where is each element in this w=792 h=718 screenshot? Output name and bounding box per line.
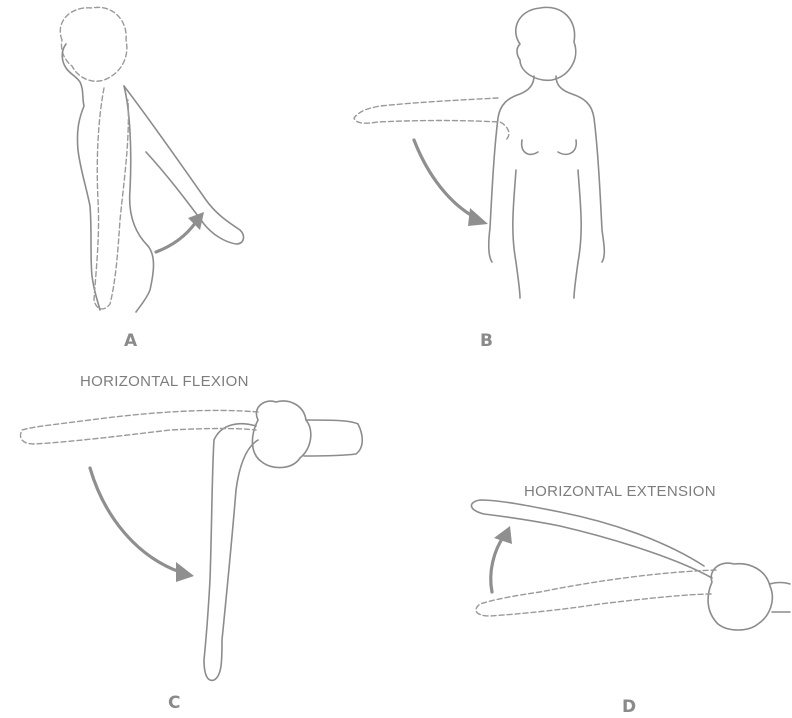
panel-d: HORIZONTAL EXTENSION D: [471, 483, 790, 717]
panel-a-arrow: [156, 222, 196, 252]
panel-d-arrowhead: [494, 526, 512, 544]
panel-d-caption: HORIZONTAL EXTENSION: [524, 483, 716, 500]
panel-c: HORIZONTAL FLEXION C: [21, 373, 363, 713]
panel-b-arrowhead: [468, 208, 488, 226]
panel-a-hair: [60, 7, 127, 81]
panel-c-letter: C: [168, 693, 180, 713]
panel-b-arrow: [414, 140, 476, 218]
panel-d-head: [708, 563, 772, 630]
panel-a: A: [60, 7, 243, 351]
panel-a-arm: [124, 86, 243, 244]
panel-c-head: [252, 401, 310, 468]
panel-c-arrowhead: [176, 562, 194, 582]
panel-c-caption: HORIZONTAL FLEXION: [80, 373, 249, 390]
panel-b-hair: [516, 7, 576, 80]
panel-a-letter: A: [124, 331, 138, 351]
panel-c-arm: [204, 424, 258, 681]
panel-b-letter: B: [480, 331, 493, 351]
panel-b-hips: [513, 170, 581, 298]
panel-d-arm-start: [476, 570, 716, 616]
panel-a-body-outline: [62, 44, 100, 310]
panel-b-chest: [522, 140, 577, 154]
panel-d-letter: D: [622, 697, 636, 717]
panel-a-arm-start: [94, 88, 128, 309]
panel-b: B: [354, 7, 604, 351]
panel-b-torso: [489, 76, 605, 262]
panel-d-arrow: [491, 536, 504, 592]
panel-c-arrow: [90, 468, 180, 572]
panel-c-trunk: [304, 420, 362, 456]
panel-c-arm-start: [21, 410, 259, 444]
panel-b-arm-start: [354, 98, 509, 140]
